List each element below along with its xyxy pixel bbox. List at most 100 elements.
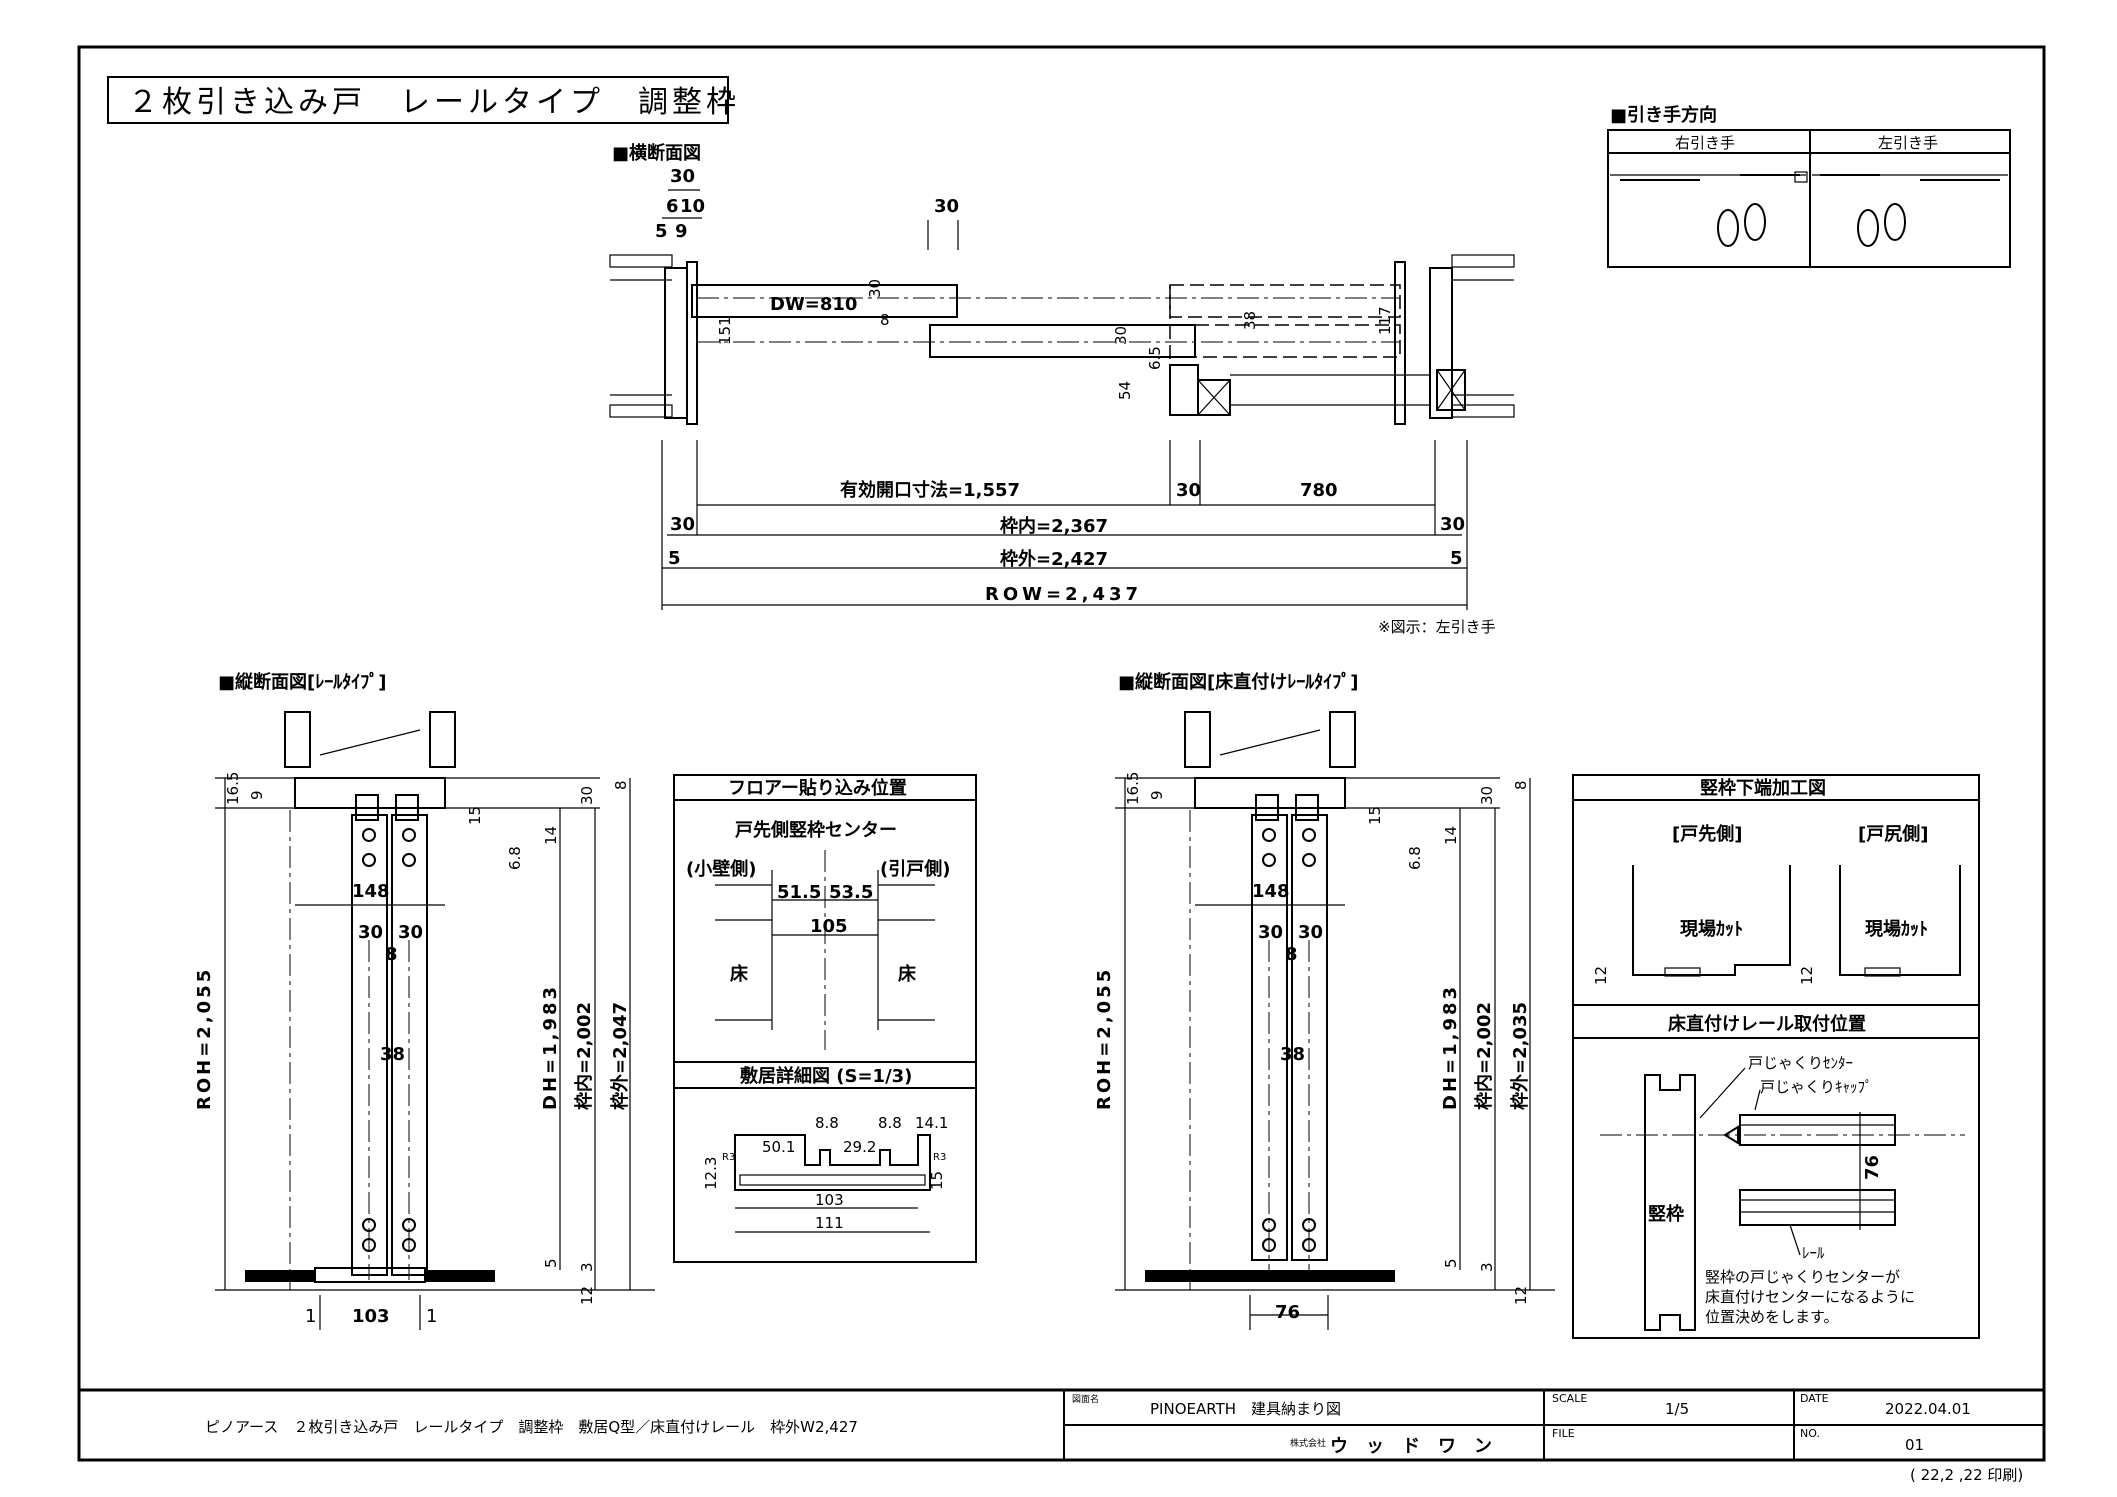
section-floor-rail: ■縦断面図[床直付けﾚｰﾙﾀｲﾌﾟ] 16.5 9 15 6.8 14: [1094, 671, 1555, 1330]
floor-dim-53-5: 53.5: [829, 882, 873, 903]
floor-left: 床: [730, 963, 749, 985]
sec2-dim-9: 9: [1148, 790, 1166, 800]
plan-note: ※図示：左引き手: [1378, 618, 1496, 636]
sec2-heading: ■縦断面図[床直付けﾚｰﾙﾀｲﾌﾟ]: [1118, 671, 1358, 693]
section-rail-type: ■縦断面図[ﾚｰﾙﾀｲﾌﾟ] 16.5 9: [194, 671, 655, 1330]
footer-drawing-name: PINOEARTH 建具納まり図: [1150, 1400, 1341, 1418]
floor-left-label: (小壁側): [686, 858, 756, 880]
footprint-icon: [1857, 209, 1879, 247]
sec1-dim-6-8: 6.8: [506, 846, 524, 870]
sill-dim-12-3: 12.3: [702, 1157, 720, 1190]
plan-inner-frame: 枠内=2,367: [1000, 515, 1108, 537]
plan-dim-151: 151: [716, 316, 734, 345]
footer-drawing-label: 図面名: [1072, 1393, 1099, 1405]
plan-pocket-780: 780: [1300, 480, 1338, 501]
floor-center: 戸先側竪枠センター: [735, 819, 897, 841]
cut-rail-panel: 竪枠下端加工図 [戸先側] [戸尻側] 現場ｶｯﾄ 12 現場ｶｯﾄ 12 床直…: [1572, 774, 1980, 1339]
sec1-dim-14: 14: [542, 826, 560, 845]
plan-dim-10: 10: [680, 196, 705, 217]
sec2-dim-15: 15: [1366, 806, 1384, 825]
footer-date: 2022.04.01: [1885, 1400, 1971, 1418]
sec2-width-76: 76: [1275, 1302, 1300, 1323]
sec1-dim-15: 15: [466, 806, 484, 825]
plan-dim-54: 54: [1116, 381, 1134, 400]
footer-scale: 1/5: [1665, 1400, 1689, 1418]
plan-dim-6: 6: [666, 196, 679, 217]
plan-heading: ■横断面図: [612, 142, 701, 164]
footprint-icon: [1744, 203, 1766, 241]
sec2-inner: 枠内=2,002: [1473, 1002, 1495, 1110]
cut-field-rear: 現場ｶｯﾄ: [1865, 919, 1928, 940]
sec2-dim-30a: 30: [1258, 922, 1283, 943]
plan-side-5-left: 5: [668, 548, 681, 569]
sec2-dim-8: 8: [1512, 780, 1530, 790]
plan-dim-30-right: 30: [934, 196, 959, 217]
footer-company: ウッドワン: [1330, 1436, 1510, 1457]
footprint-icon: [1717, 209, 1739, 247]
plan-dim-6-5: 6.5: [1146, 346, 1164, 370]
plan-opening: 有効開口寸法=1,557: [840, 479, 1020, 501]
plan-dim-5: 5: [655, 221, 668, 242]
sec1-outer: 枠外=2,047: [609, 1002, 631, 1110]
sec1-dim-5: 5: [542, 1258, 560, 1268]
plan-dim-38: 38: [1241, 311, 1259, 330]
sec1-width-1b: 1: [426, 1306, 437, 1327]
sec1-dim-12: 12: [578, 1286, 596, 1305]
handle-heading: ■引き手方向: [1610, 104, 1717, 126]
sec2-dim-12: 12: [1512, 1286, 1530, 1305]
cut-dim-12a: 12: [1592, 966, 1610, 985]
sec1-dim-8b: 8: [385, 944, 398, 965]
sec2-dim-30b: 30: [1298, 922, 1323, 943]
sill-dim-103: 103: [815, 1191, 844, 1209]
floor-right-label: (引戸側): [880, 858, 950, 880]
sec1-dim-30b: 30: [398, 922, 423, 943]
railpos-dim-76: 76: [1862, 1155, 1883, 1180]
footer-titleblock: ピノアース ２枚引き込み戸 レールタイプ 調整枠 敷居Q型／床直付けレール 枠外…: [79, 1388, 2044, 1484]
sec2-dim-8b: 8: [1285, 944, 1298, 965]
sec1-width-1a: 1: [305, 1306, 316, 1327]
sec2-roh: ROH=2,055: [1094, 967, 1115, 1110]
sec2-dim-3: 3: [1478, 1262, 1496, 1272]
plan-section: ■横断面図 30 6 10 5 9 30: [609, 142, 1515, 636]
floor-dim-105: 105: [810, 916, 848, 937]
floor-sill-panel: フロアー貼り込み位置 戸先側竪枠センター (小壁側) (引戸側) 51.5 53…: [673, 774, 977, 1263]
footer-no: 01: [1905, 1436, 1924, 1454]
sec1-dim-16-5: 16.5: [224, 772, 242, 805]
sec1-inner: 枠内=2,002: [573, 1002, 595, 1110]
page-title: ２枚引き込み戸 レールタイプ 調整枠: [128, 85, 740, 120]
floor-heading: フロアー貼り込み位置: [728, 777, 907, 799]
handle-direction: ■引き手方向 右引き手 左引き手: [1607, 104, 2011, 268]
cut-rear: [戸尻側]: [1858, 823, 1928, 845]
sec1-dim-30a: 30: [358, 922, 383, 943]
plan-dim-top-30: 30: [670, 166, 695, 187]
title-block: ２枚引き込み戸 レールタイプ 調整枠: [107, 76, 740, 124]
plan-dim-9: 9: [675, 221, 688, 242]
footprint-icon: [1884, 203, 1906, 241]
rail-jamb-shape: [1644, 1074, 1696, 1331]
sec2-dim-16-5: 16.5: [1124, 772, 1142, 805]
footer-desc: ピノアース ２枚引き込み戸 レールタイプ 調整枠 敷居Q型／床直付けレール 枠外…: [205, 1418, 858, 1436]
plan-pocket-30: 30: [1176, 480, 1201, 501]
sec1-roh: ROH=2,055: [194, 967, 215, 1110]
plan-dim-8: 8: [880, 311, 890, 329]
sec2-dim-5: 5: [1442, 1258, 1460, 1268]
plan-side-5-right: 5: [1450, 548, 1463, 569]
railpos-frame: 竪枠: [1648, 1203, 1684, 1225]
sec2-dim-14: 14: [1442, 826, 1460, 845]
sec2-dim-38: 38: [1280, 1044, 1305, 1065]
railpos-note3: 位置決めをします。: [1705, 1308, 1839, 1326]
plan-outer-frame: 枠外=2,427: [1000, 548, 1108, 570]
plan-dw: DW=810: [770, 294, 857, 315]
railpos-note2: 床直付けセンターになるように: [1705, 1288, 1915, 1306]
sill-dim-29-2: 29.2: [843, 1138, 876, 1156]
plan-dim-117: 117: [1376, 306, 1394, 335]
cut-dim-12b: 12: [1798, 966, 1816, 985]
railpos-cap: 戸じゃくりｷｬｯﾌﾟ: [1760, 1078, 1873, 1096]
sec2-dim-6-8: 6.8: [1406, 846, 1424, 870]
sill-dim-111: 111: [815, 1214, 844, 1232]
sec2-outer: 枠外=2,035: [1509, 1002, 1531, 1110]
railpos-center: 戸じゃくりｾﾝﾀｰ: [1748, 1054, 1853, 1072]
sill-dim-8-8a: 8.8: [815, 1114, 839, 1132]
cut-field-front: 現場ｶｯﾄ: [1680, 919, 1743, 940]
sec2-dim-30: 30: [1478, 786, 1496, 805]
